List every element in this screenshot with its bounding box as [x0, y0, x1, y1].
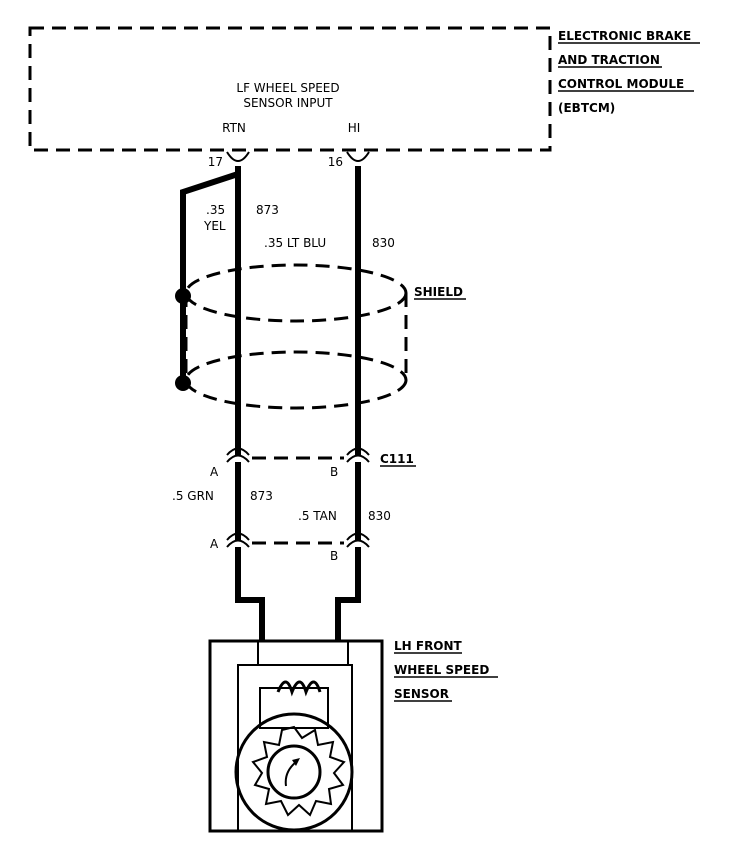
rotation-arrow-icon	[284, 761, 297, 787]
sensor-name-line-2: WHEEL SPEED	[394, 663, 489, 677]
connector-c111-b-upper	[346, 447, 370, 463]
ebtcm-module-name: ELECTRONIC BRAKE AND TRACTION CONTROL MO…	[558, 29, 700, 115]
ebtcm-module-box	[28, 26, 552, 152]
connector-pin-a-lower: A	[210, 537, 219, 551]
connector-c111-a-upper	[226, 447, 250, 463]
pin-rtn-terminal	[226, 151, 250, 162]
wire-hi-spec-upper: .35 LT BLU	[264, 236, 326, 250]
wire-hi-circuit-upper: 830	[372, 236, 395, 250]
sensor-name: LH FRONT WHEEL SPEED SENSOR	[394, 639, 498, 702]
wire-rtn-size: .35	[206, 203, 225, 217]
pin-hi-number: 16	[328, 155, 343, 169]
shield-label: SHIELD	[414, 285, 463, 299]
sensor-coil	[276, 680, 322, 697]
module-name-line-3: CONTROL MODULE	[558, 77, 684, 91]
shield-drain-dot-bottom	[175, 375, 191, 391]
sensor-core	[259, 687, 329, 729]
connector-pin-b-upper: B	[330, 465, 338, 479]
wire-hi-circuit-lower: 830	[368, 509, 391, 523]
wire-hi-lower	[335, 547, 361, 642]
pin-hi-label: HI	[348, 121, 361, 135]
sensor-name-line-1: LH FRONT	[394, 639, 463, 653]
connector-c111-b-lower	[346, 532, 370, 548]
module-name-line-2: AND TRACTION	[558, 53, 660, 67]
wire-rtn-color: YEL	[203, 219, 226, 233]
shield-ellipse-bottom	[184, 350, 408, 410]
pin-hi-terminal	[346, 151, 370, 162]
connector-pin-b-lower: B	[330, 549, 338, 563]
connector-pin-a-upper: A	[210, 465, 219, 479]
module-name-line-1: ELECTRONIC BRAKE	[558, 29, 691, 43]
tone-ring-teeth	[251, 725, 346, 817]
sensor-terminal-block	[257, 640, 349, 666]
wire-rtn-spec-lower: .5 GRN	[172, 489, 214, 503]
tone-ring-outer	[234, 712, 354, 832]
shield-drain-dot-top	[175, 288, 191, 304]
sensor-name-line-3: SENSOR	[394, 687, 449, 701]
shield-ellipse-top	[184, 263, 408, 323]
wire-hi-spec-lower: .5 TAN	[298, 509, 337, 523]
tone-ring-inner	[266, 744, 322, 800]
connector-name: C111	[380, 452, 414, 466]
wire-rtn-lower	[235, 547, 265, 642]
pin-rtn-label: RTN	[222, 121, 246, 135]
module-name-line-4: (EBTCM)	[558, 101, 615, 115]
wire-rtn-circuit-lower: 873	[250, 489, 273, 503]
wire-rtn-circuit-upper: 873	[256, 203, 279, 217]
module-input-line-2: SENSOR INPUT	[243, 96, 333, 110]
sensor-inner-frame	[237, 664, 353, 832]
connector-c111-a-lower	[226, 532, 250, 548]
pin-rtn-number: 17	[208, 155, 223, 169]
sensor-housing	[208, 639, 384, 833]
shield-drain-wire	[180, 171, 239, 383]
module-input-line-1: LF WHEEL SPEED	[236, 81, 339, 95]
